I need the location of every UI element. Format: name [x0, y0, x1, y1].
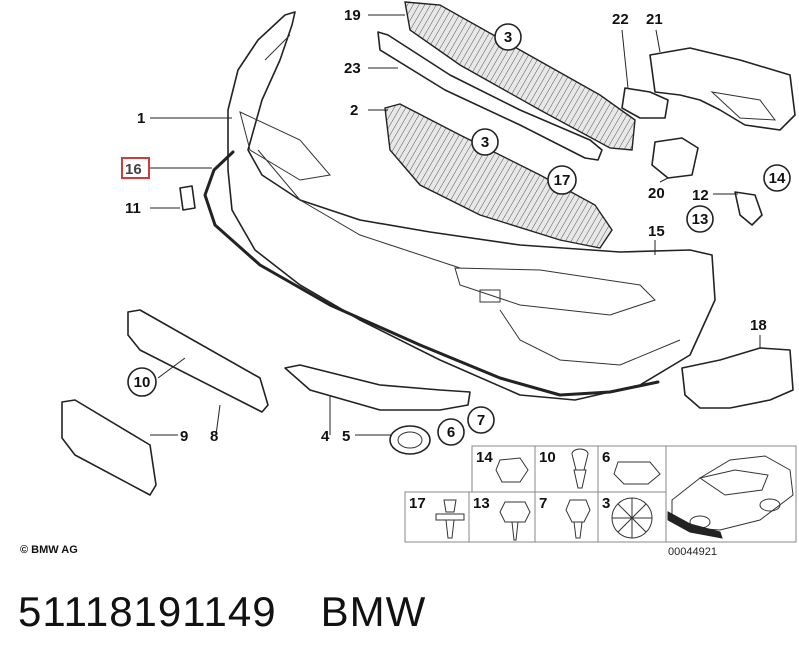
callout-16: 16 [125, 161, 142, 178]
plate-bracket [127, 309, 269, 413]
brand-name: BMW [320, 588, 427, 635]
callout-1: 1 [137, 110, 145, 127]
callout-9: 9 [180, 428, 188, 445]
circled-callouts: 3 3 17 14 13 10 6 7 [127, 23, 791, 446]
callout-22: 22 [612, 11, 629, 28]
copyright-text: © BMW AG [20, 544, 78, 556]
callout-3-upper: 3 [504, 29, 512, 46]
clip-12 [734, 191, 763, 226]
cover-11 [179, 185, 196, 211]
callout-2: 2 [350, 102, 358, 119]
callout-3-lower: 3 [481, 134, 489, 151]
expansion-rivet-icon [565, 499, 591, 539]
callout-15: 15 [648, 223, 665, 240]
callout-7: 7 [477, 412, 485, 429]
air-duct-upper [649, 47, 796, 131]
callout-23: 23 [344, 60, 361, 77]
highlight-box [121, 157, 150, 179]
part-number: 51118191149 [18, 588, 277, 635]
screw-nut-icon [499, 501, 531, 541]
front-bumper-highlight [667, 511, 723, 539]
callout-19: 19 [344, 7, 361, 24]
spring-clip-icon [613, 461, 661, 485]
air-duct-lower [681, 347, 794, 409]
callout-17: 17 [554, 172, 571, 189]
footer-caption: 51118191149 BMW [18, 588, 426, 636]
callout-13: 13 [692, 211, 709, 228]
callout-10: 10 [134, 374, 151, 391]
hw-label-13: 13 [473, 495, 490, 512]
callout-4: 4 [321, 428, 330, 445]
upper-trim-strip [377, 31, 603, 161]
callout-14: 14 [769, 170, 786, 187]
bracket-22 [621, 87, 669, 119]
parts-diagram: 1 16 11 19 23 2 22 21 20 12 15 18 4 5 9 … [20, 1, 797, 558]
hw-label-3: 3 [602, 495, 610, 512]
callout-8: 8 [210, 428, 218, 445]
upper-grille [404, 1, 636, 151]
callout-11: 11 [125, 200, 141, 217]
bumper-cover [227, 11, 716, 401]
callout-12: 12 [692, 187, 709, 204]
drawing-number: 00044921 [668, 546, 717, 558]
hw-label-10: 10 [539, 449, 556, 466]
leader-lines [150, 14, 761, 436]
hw-label-14: 14 [476, 449, 493, 466]
push-pin-icon [435, 499, 465, 539]
fog-ring [389, 425, 431, 455]
lower-grille [384, 103, 613, 249]
plate-holder [61, 399, 157, 496]
callout-21: 21 [646, 11, 663, 28]
hw-label-6: 6 [602, 449, 610, 466]
side-strip [284, 364, 471, 411]
callout-5: 5 [342, 428, 350, 445]
rivet-icon [571, 448, 589, 489]
callout-6: 6 [447, 424, 455, 441]
trim-strip [203, 150, 660, 397]
clip-nut-icon [495, 457, 529, 483]
part-20 [651, 137, 699, 179]
hw-label-7: 7 [539, 495, 547, 512]
callout-18: 18 [750, 317, 767, 334]
callout-20: 20 [648, 185, 665, 202]
hardware-table: 14 10 6 17 13 7 3 00044921 [404, 445, 797, 558]
hw-label-17: 17 [409, 495, 426, 512]
